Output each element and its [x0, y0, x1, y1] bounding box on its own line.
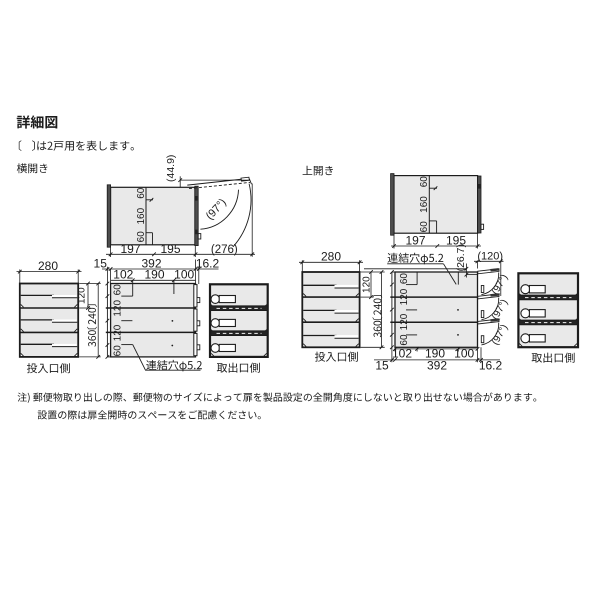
svg-text:197: 197	[405, 234, 425, 248]
svg-text:100: 100	[174, 268, 194, 282]
svg-text:60: 60	[399, 273, 410, 285]
svg-text:(44.9): (44.9)	[165, 155, 177, 182]
svg-text:60: 60	[136, 187, 147, 199]
svg-text:15: 15	[94, 256, 108, 270]
svg-text:120: 120	[76, 287, 87, 304]
svg-text:195: 195	[446, 234, 466, 248]
svg-text:120: 120	[112, 300, 123, 317]
svg-text:120: 120	[362, 276, 373, 293]
svg-text:160: 160	[419, 196, 430, 213]
svg-text:60: 60	[112, 345, 123, 357]
svg-text:190: 190	[425, 346, 445, 360]
svg-text:120: 120	[399, 288, 410, 305]
svg-text:16.2: 16.2	[479, 358, 503, 372]
svg-text:392: 392	[427, 358, 447, 372]
svg-text:15: 15	[375, 358, 389, 372]
svg-text:(26.7): (26.7)	[455, 244, 467, 271]
svg-text:280: 280	[38, 259, 58, 273]
svg-text:(120): (120)	[477, 251, 503, 263]
svg-text:16.2: 16.2	[196, 256, 220, 270]
svg-text:392: 392	[141, 256, 161, 270]
svg-text:120: 120	[399, 313, 410, 330]
svg-text:190: 190	[144, 268, 164, 282]
svg-text:60: 60	[419, 176, 430, 188]
svg-text:280: 280	[321, 250, 341, 264]
svg-text:60: 60	[419, 221, 430, 233]
svg-text:160: 160	[136, 207, 147, 224]
svg-text:120: 120	[112, 324, 123, 341]
svg-text:102: 102	[113, 268, 133, 282]
svg-text:60: 60	[136, 231, 147, 243]
svg-text:60: 60	[399, 334, 410, 346]
svg-text:195: 195	[160, 242, 180, 256]
svg-text:(276): (276)	[211, 244, 238, 256]
svg-text:102: 102	[392, 346, 412, 360]
svg-text:60: 60	[112, 284, 123, 296]
svg-text:197: 197	[120, 242, 140, 256]
svg-text:100: 100	[454, 346, 474, 360]
